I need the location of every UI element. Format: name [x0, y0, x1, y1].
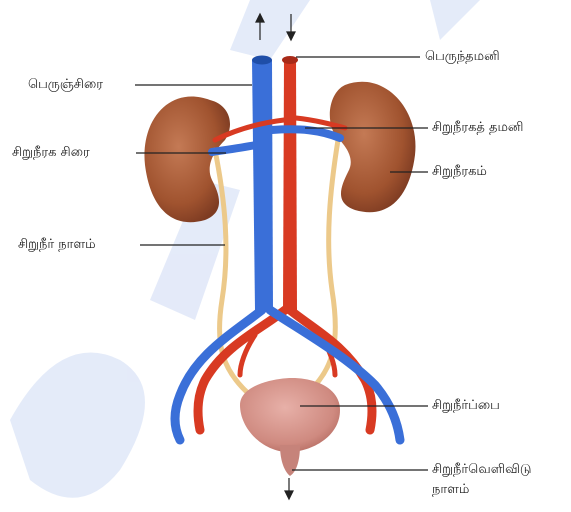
label-urethra-line2: நாளம்: [432, 482, 469, 498]
label-aorta: பெருந்தமனி: [425, 49, 500, 65]
label-ureter: சிறுநீர் நாளம்: [18, 237, 96, 253]
right-kidney: [330, 82, 416, 212]
urethra: [280, 445, 300, 476]
vena-cava-top: [252, 56, 272, 65]
label-kidney: சிறுநீரகம்: [432, 164, 487, 180]
label-renal-vein: சிறுநீரக சிரை: [12, 145, 90, 161]
label-urinary-bladder: சிறுநீர்ப்பை: [432, 398, 500, 414]
aorta-top: [282, 56, 298, 64]
urinary-bladder: [240, 378, 340, 452]
label-inferior-vena-cava: பெருஞ்சிரை: [28, 77, 103, 93]
vena-cava: [252, 60, 273, 310]
aorta: [283, 60, 297, 310]
label-renal-artery: சிறுநீரகத் தமனி: [432, 120, 524, 136]
label-urethra-line1: சிறுநீர்வெளிவிடு: [432, 462, 532, 478]
